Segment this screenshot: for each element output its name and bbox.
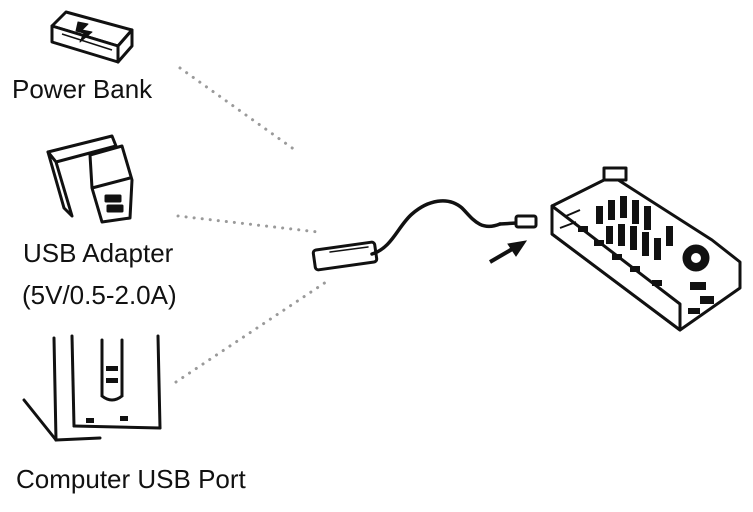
connector-dots — [174, 66, 328, 384]
label-usb-adapter-spec: (5V/0.5-2.0A) — [22, 280, 177, 310]
usb-cable-icon — [311, 199, 538, 272]
usb-wall-adapter-icon — [46, 134, 134, 224]
computer-usb-port-icon — [22, 334, 162, 442]
micro-controller-board-icon — [550, 166, 742, 332]
dots-usb-adapter — [176, 214, 320, 234]
dots-power-bank — [178, 66, 297, 152]
power-bank-icon — [50, 10, 134, 64]
label-computer-usb-port: Computer USB Port — [16, 464, 246, 494]
insert-arrow-icon — [488, 240, 528, 264]
label-usb-adapter: USB Adapter — [23, 238, 174, 268]
dots-computer — [174, 280, 328, 384]
label-power-bank: Power Bank — [12, 74, 153, 104]
